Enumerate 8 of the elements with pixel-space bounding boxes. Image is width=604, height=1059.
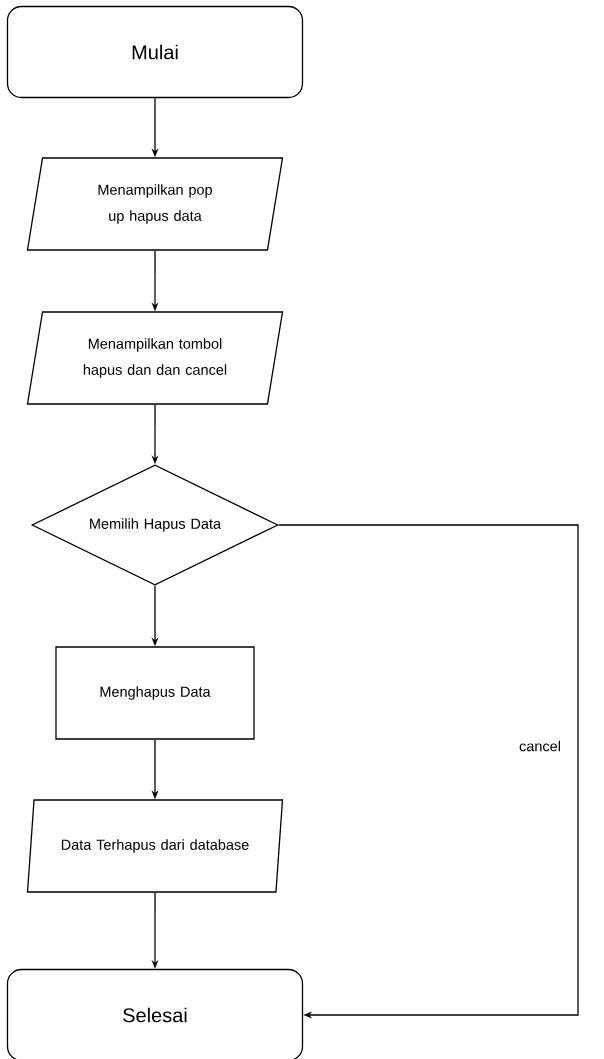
arrow: [278, 524, 579, 1019]
end-terminal: Selesai: [6, 968, 304, 1059]
io-parallelogram: Data Terhapus dari database: [26, 799, 284, 893]
process-box: Menghapus Data: [55, 646, 255, 740]
io-parallelogram: Menampilkan pop up hapus data: [26, 157, 284, 251]
start-terminal: Mulai: [6, 5, 304, 99]
io-parallelogram: Menampilkan tombol hapus dan dan cancel: [26, 311, 284, 405]
edge-label: cancel: [517, 738, 563, 754]
